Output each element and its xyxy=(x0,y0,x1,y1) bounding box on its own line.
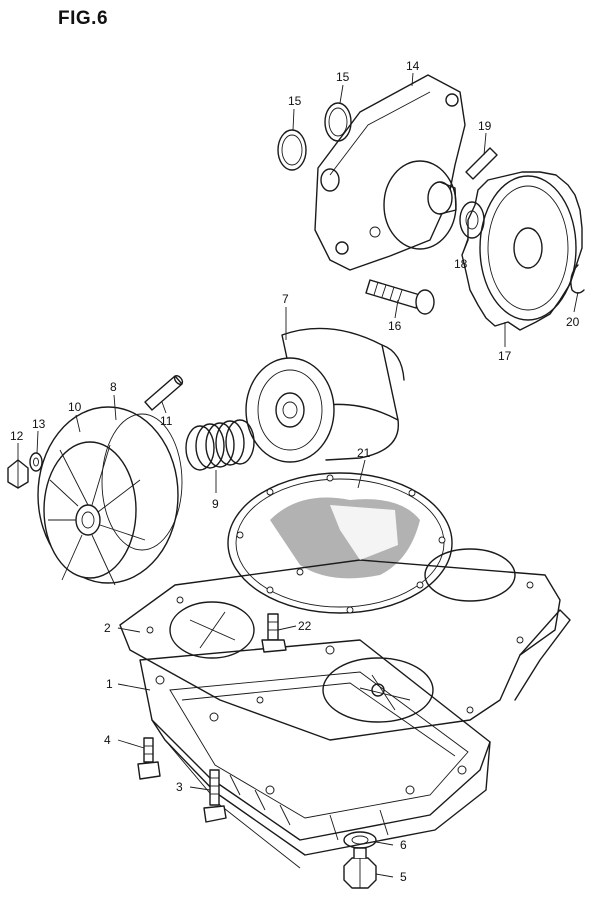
pump-o-ring-large xyxy=(277,129,307,171)
callout-17: 17 xyxy=(498,349,512,363)
callout-22: 22 xyxy=(298,619,312,633)
callout-7: 7 xyxy=(282,292,289,306)
callout-12: 12 xyxy=(10,429,24,443)
gear-thrust-washer xyxy=(459,201,485,239)
cap-nut xyxy=(7,459,29,489)
leader-lines xyxy=(17,72,579,878)
callout-1: 1 xyxy=(106,677,113,691)
callout-3: 3 xyxy=(176,780,183,794)
figure-title: FIG.6 xyxy=(58,8,109,29)
oil-pan-bolt-long xyxy=(203,769,227,823)
cover-o-ring xyxy=(101,413,183,551)
callout-4: 4 xyxy=(104,733,111,747)
gear-circlip xyxy=(570,264,585,294)
pump-o-ring-small xyxy=(324,102,352,142)
pump-mounting-bolt xyxy=(365,279,435,315)
callout-14: 14 xyxy=(406,59,420,73)
filter-cover xyxy=(37,406,179,586)
oil-pump-body xyxy=(314,74,466,271)
callout-15-outer: 15 xyxy=(288,94,302,108)
oil-pan xyxy=(139,639,491,869)
callout-6: 6 xyxy=(400,838,407,852)
gear-drive-pin xyxy=(465,147,498,180)
callout-5: 5 xyxy=(400,870,407,884)
drain-plug xyxy=(343,847,377,889)
callout-18: 18 xyxy=(454,257,468,271)
oil-strainer-screen xyxy=(227,472,453,614)
callout-20: 20 xyxy=(566,315,580,329)
dowel-pin xyxy=(144,375,184,411)
pump-drive-gear xyxy=(461,171,583,331)
callout-13: 13 xyxy=(32,417,46,431)
callout-19: 19 xyxy=(478,119,492,133)
callout-15-inner: 15 xyxy=(336,70,350,84)
strainer-bolt xyxy=(261,613,287,653)
oil-pan-bolt-short xyxy=(137,737,161,780)
callout-16: 16 xyxy=(388,319,402,333)
filter-spring xyxy=(185,419,255,471)
callout-21: 21 xyxy=(357,446,371,460)
callout-11: 11 xyxy=(160,414,173,428)
drain-plug-gasket xyxy=(343,831,377,849)
sealing-washer xyxy=(29,452,43,472)
callout-2: 2 xyxy=(104,621,111,635)
callout-8: 8 xyxy=(110,380,117,394)
callout-9: 9 xyxy=(212,497,219,511)
callout-10: 10 xyxy=(68,400,82,414)
oil-filter xyxy=(245,327,405,463)
